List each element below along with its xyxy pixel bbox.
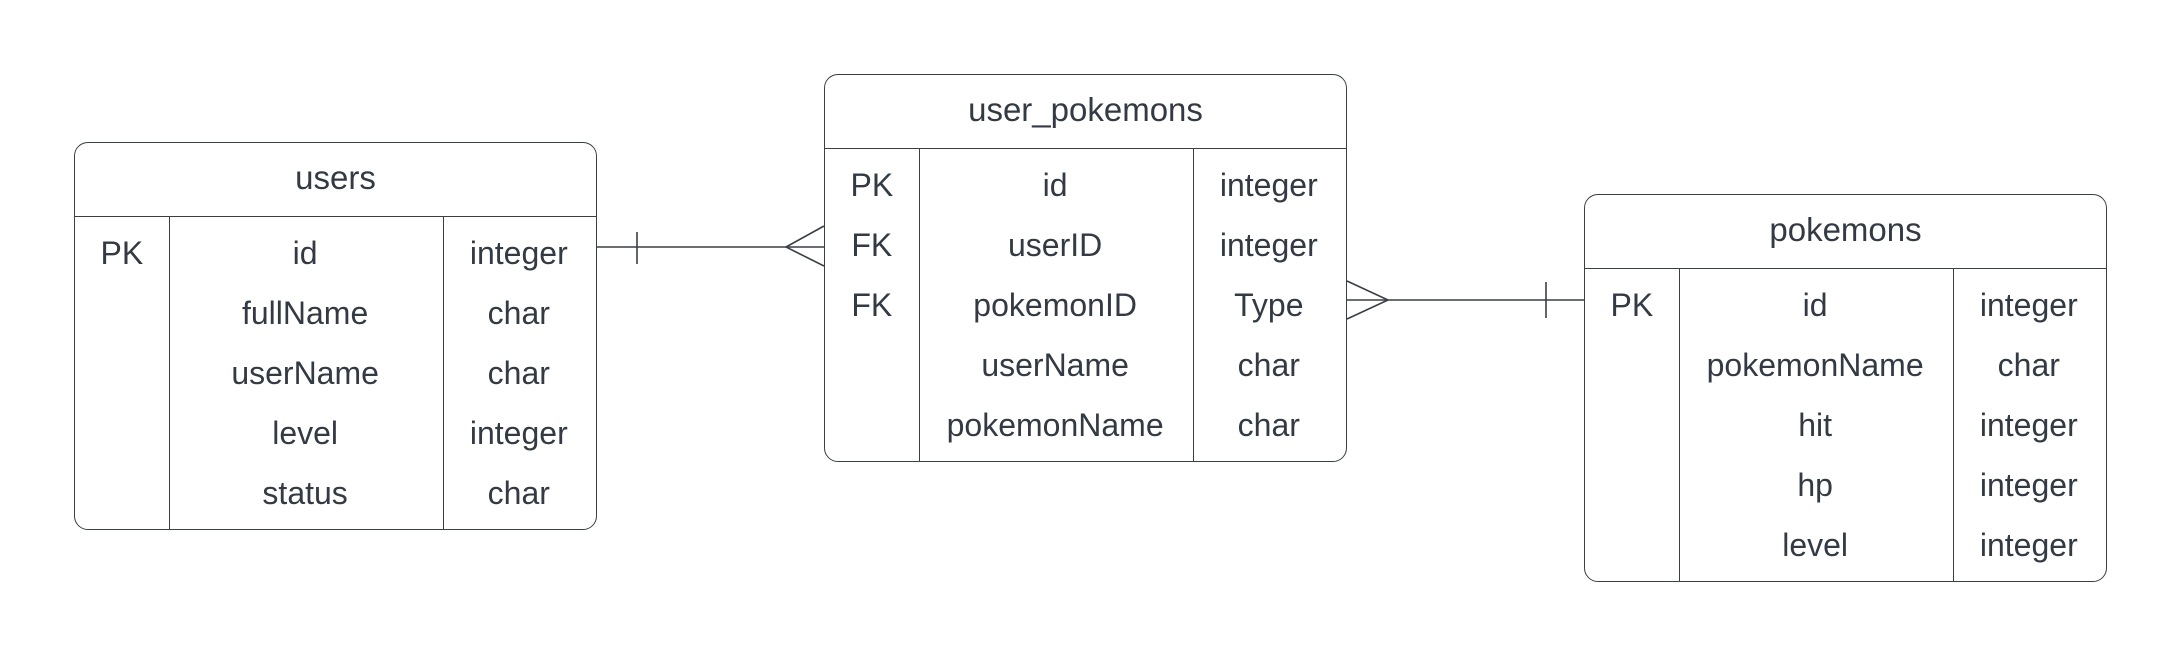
name-cell: id	[1802, 286, 1828, 323]
crows-foot-many-marker	[784, 225, 825, 267]
field-row: userName char	[75, 343, 596, 403]
type-cell: integer	[1219, 226, 1318, 263]
type-cell: char	[487, 294, 550, 331]
type-cell: Type	[1234, 286, 1304, 323]
key-cell: PK	[850, 166, 894, 203]
name-cell: hit	[1798, 406, 1833, 443]
key-cell: PK	[1610, 286, 1654, 323]
field-row: PK id integer	[75, 223, 596, 283]
type-cell: integer	[1979, 466, 2078, 503]
key-cell: FK	[851, 226, 893, 263]
relationship-users-user-pokemons[interactable]	[597, 225, 825, 267]
type-cell: integer	[1979, 526, 2078, 563]
field-row: level integer	[75, 403, 596, 463]
field-row: hit integer	[1585, 395, 2106, 455]
name-cell: pokemonID	[973, 286, 1137, 323]
field-row: pokemonName char	[1585, 335, 2106, 395]
entity-body: PK id integer fullName char userName cha…	[75, 217, 596, 529]
column-divider	[1953, 269, 1954, 581]
field-row: PK id integer	[1585, 275, 2106, 335]
column-divider	[1679, 269, 1680, 581]
name-cell: level	[272, 414, 339, 451]
entity-body: PK id integer pokemonName char hit integ…	[1585, 269, 2106, 581]
field-row: FK pokemonID Type	[825, 275, 1346, 335]
type-cell: char	[1997, 346, 2060, 383]
key-cell: PK	[100, 234, 144, 271]
type-cell: integer	[1979, 406, 2078, 443]
field-row: userName char	[825, 335, 1346, 395]
field-row: status char	[75, 463, 596, 523]
type-cell: integer	[469, 234, 568, 271]
field-row: hp integer	[1585, 455, 2106, 515]
name-cell: userID	[1007, 226, 1103, 263]
name-cell: fullName	[241, 294, 369, 331]
column-divider	[919, 149, 920, 461]
name-cell: userName	[231, 354, 379, 391]
column-divider	[1193, 149, 1194, 461]
key-cell: FK	[851, 286, 893, 323]
name-cell: id	[1042, 166, 1068, 203]
type-cell: char	[487, 354, 550, 391]
entity-user-pokemons[interactable]: user_pokemons PK id integer FK userID in…	[824, 74, 1347, 462]
type-cell: integer	[469, 414, 568, 451]
entity-title: user_pokemons	[825, 75, 1346, 149]
crows-foot-many-marker	[1346, 280, 1390, 320]
field-row: level integer	[1585, 515, 2106, 575]
name-cell: id	[292, 234, 318, 271]
entity-pokemons[interactable]: pokemons PK id integer pokemonName char …	[1584, 194, 2107, 582]
column-divider	[169, 217, 170, 529]
entity-body: PK id integer FK userID integer FK pokem…	[825, 149, 1346, 461]
field-row: fullName char	[75, 283, 596, 343]
name-cell: pokemonName	[1706, 346, 1924, 383]
type-cell: char	[1237, 406, 1300, 443]
type-cell: integer	[1219, 166, 1318, 203]
entity-title: users	[75, 143, 596, 217]
relationship-user-pokemons-pokemons[interactable]	[1346, 280, 1584, 320]
entity-title: pokemons	[1585, 195, 2106, 269]
name-cell: hp	[1797, 466, 1833, 503]
type-cell: char	[1237, 346, 1300, 383]
column-divider	[443, 217, 444, 529]
field-row: PK id integer	[825, 155, 1346, 215]
type-cell: integer	[1979, 286, 2078, 323]
type-cell: char	[487, 474, 550, 511]
entity-users[interactable]: users PK id integer fullName char userNa…	[74, 142, 597, 530]
field-row: FK userID integer	[825, 215, 1346, 275]
name-cell: pokemonName	[946, 406, 1164, 443]
name-cell: userName	[981, 346, 1129, 383]
name-cell: level	[1782, 526, 1849, 563]
field-row: pokemonName char	[825, 395, 1346, 455]
name-cell: status	[262, 474, 348, 511]
